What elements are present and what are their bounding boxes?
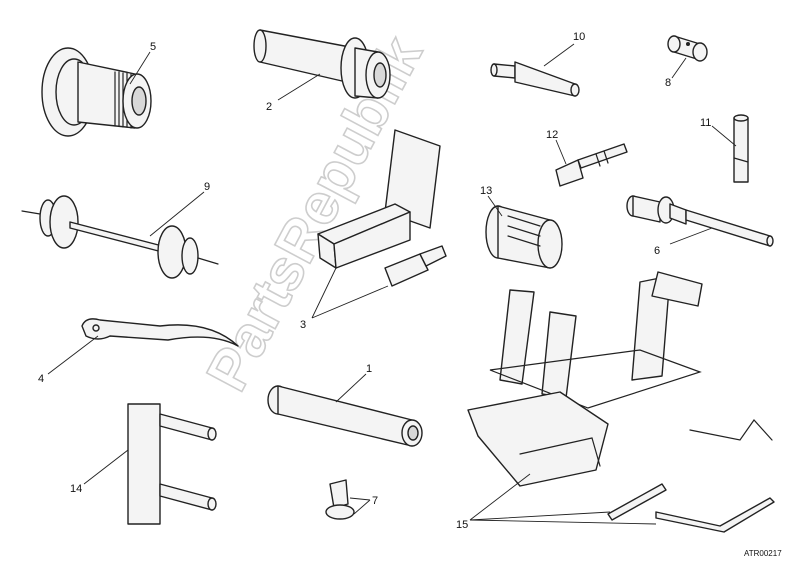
callout-13: 13 bbox=[480, 185, 492, 197]
part-6-shaft-with-collars bbox=[626, 195, 774, 247]
leader-15 bbox=[469, 473, 657, 525]
part-12-drift bbox=[555, 143, 628, 187]
callout-6: 6 bbox=[654, 245, 660, 257]
part-8-small-bush bbox=[667, 35, 708, 62]
leader-8 bbox=[671, 57, 687, 79]
callout-12: 12 bbox=[546, 129, 558, 141]
callout-1: 1 bbox=[366, 363, 372, 375]
drawing-reference: ATR00217 bbox=[744, 549, 782, 558]
leader-12 bbox=[555, 139, 567, 165]
part-7-plug bbox=[325, 479, 355, 520]
part-5-threaded-bushing bbox=[41, 47, 152, 137]
callout-5: 5 bbox=[150, 41, 156, 53]
callout-7: 7 bbox=[372, 495, 378, 507]
part-4-hook-spanner bbox=[81, 318, 239, 347]
part-13-split-sleeve bbox=[485, 205, 563, 269]
leader-9 bbox=[149, 191, 205, 237]
leader-13 bbox=[487, 195, 503, 217]
part-9-shaft-assembly bbox=[21, 195, 219, 279]
callout-10: 10 bbox=[573, 31, 585, 43]
callout-11: 11 bbox=[700, 117, 711, 129]
leader-10 bbox=[543, 43, 575, 67]
leader-3 bbox=[311, 267, 389, 319]
leader-11 bbox=[711, 125, 737, 147]
callout-15: 15 bbox=[456, 519, 468, 531]
leader-14 bbox=[83, 449, 129, 485]
callout-8: 8 bbox=[665, 77, 671, 89]
leader-5 bbox=[129, 51, 151, 85]
part-11-small-pin bbox=[733, 114, 749, 183]
callout-4: 4 bbox=[38, 373, 44, 385]
leader-2 bbox=[277, 73, 321, 101]
callout-9: 9 bbox=[204, 181, 210, 193]
part-10-pin bbox=[490, 61, 580, 97]
part-14-fork-tool bbox=[127, 403, 217, 525]
callout-2: 2 bbox=[266, 101, 272, 113]
part-15-stand-and-jack bbox=[467, 271, 775, 533]
leader-6 bbox=[669, 227, 713, 245]
leader-7 bbox=[349, 497, 371, 515]
part-3-toolbox-puller bbox=[317, 129, 447, 287]
leader-4 bbox=[47, 335, 99, 375]
part-2-flanged-tube bbox=[253, 29, 391, 99]
callout-3: 3 bbox=[300, 319, 306, 331]
callout-14: 14 bbox=[70, 483, 82, 495]
part-1-tube bbox=[267, 385, 423, 447]
leader-1 bbox=[335, 373, 367, 403]
